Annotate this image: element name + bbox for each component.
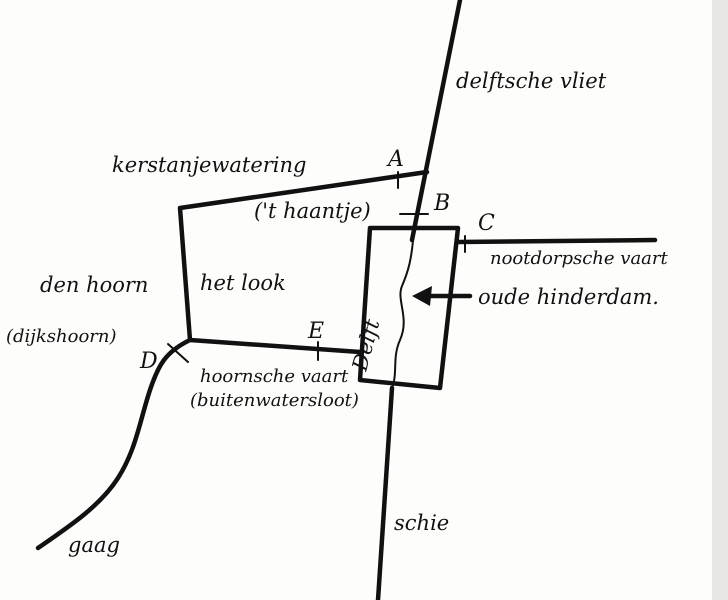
het-look-polder-boundary bbox=[177, 169, 430, 355]
label-delftsche-vliet: delftsche vliet bbox=[456, 69, 607, 93]
nootdorpsche-vaart bbox=[455, 237, 658, 245]
label-oude-hinderdam: oude hinderdam. bbox=[478, 285, 659, 309]
label-schie: schie bbox=[394, 511, 449, 535]
label-nootdorpsche-vaart: nootdorpsche vaart bbox=[490, 248, 669, 269]
label-buitenwatersloot: (buitenwatersloot) bbox=[190, 390, 359, 411]
label-den-hoorn: den hoorn bbox=[40, 273, 148, 297]
delftsche-vliet-waterway bbox=[409, 0, 463, 243]
label-kerstanjewatering: kerstanjewatering bbox=[112, 153, 306, 177]
point-c: C bbox=[478, 211, 495, 236]
label-dijkshoorn: (dijkshoorn) bbox=[6, 326, 117, 347]
point-e: E bbox=[307, 319, 324, 344]
gaag-waterway bbox=[35, 337, 193, 551]
label-hoornsche-vaart: hoornsche vaart bbox=[200, 366, 349, 387]
delft-canal bbox=[391, 227, 415, 389]
label-het-look: het look bbox=[200, 271, 286, 295]
page-edge bbox=[712, 0, 728, 600]
tick-d bbox=[167, 343, 189, 363]
point-d: D bbox=[139, 349, 158, 374]
label-t-haantje: ('t haantje) bbox=[254, 199, 371, 223]
schie-waterway bbox=[375, 385, 395, 600]
label-gaag: gaag bbox=[68, 533, 120, 557]
point-a: A bbox=[386, 147, 404, 172]
hinderdam-arrow-head bbox=[412, 286, 432, 306]
delft-town-outline bbox=[357, 225, 461, 391]
point-b: B bbox=[433, 191, 450, 216]
label-delft: Delft bbox=[347, 316, 384, 374]
